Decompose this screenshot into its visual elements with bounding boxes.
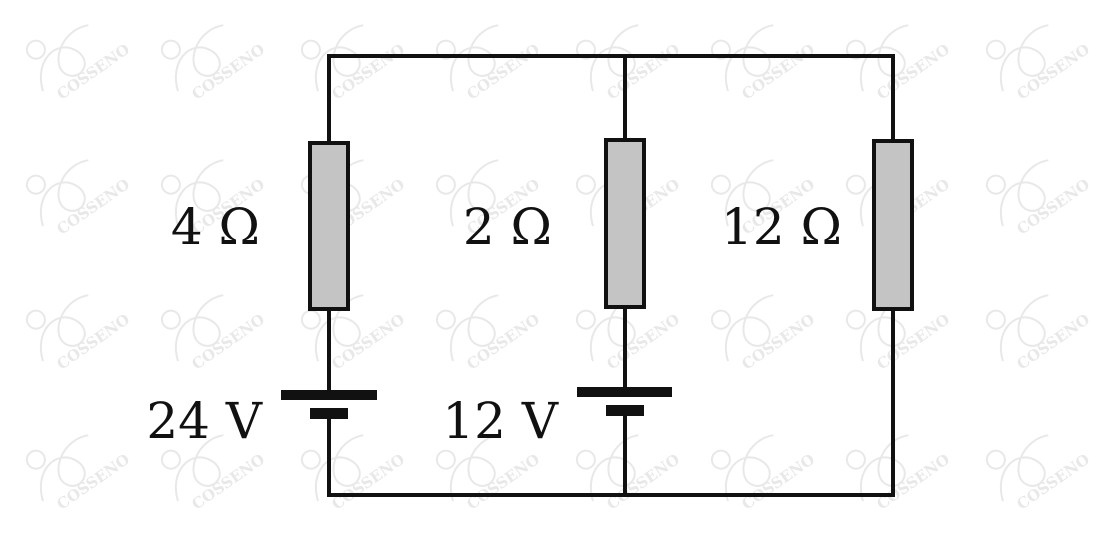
cosseno-logo-icon: COSSENO: [710, 294, 818, 373]
watermark-text: COSSENO: [53, 310, 133, 373]
cosseno-logo-icon: COSSENO: [985, 294, 1093, 373]
battery-12-volt-positive-plate: [577, 387, 672, 397]
cosseno-logo-icon: COSSENO: [710, 434, 818, 513]
resistor-12-ohm-label: 12 Ω: [721, 198, 842, 256]
cosseno-logo-icon: COSSENO: [25, 294, 133, 373]
watermark-text: COSSENO: [328, 450, 408, 513]
cosseno-logo-icon: COSSENO: [985, 24, 1093, 103]
watermark-text: COSSENO: [603, 40, 683, 103]
watermark-text: COSSENO: [603, 450, 683, 513]
resistor-4-ohm: [308, 141, 350, 311]
watermark-text: COSSENO: [1013, 175, 1093, 238]
watermark-text: COSSENO: [463, 310, 543, 373]
circuit-wires: [327, 54, 895, 497]
watermark-text: COSSENO: [188, 40, 268, 103]
watermark-text: COSSENO: [873, 450, 953, 513]
battery-24-volt-positive-plate: [281, 390, 377, 400]
cosseno-logo-icon: COSSENO: [985, 159, 1093, 238]
cosseno-logo-icon: COSSENO: [300, 434, 408, 513]
cosseno-logo-icon: COSSENO: [25, 159, 133, 238]
watermark-text: COSSENO: [53, 450, 133, 513]
battery-12-volt-negative-plate: [606, 405, 644, 416]
watermark-text: COSSENO: [188, 450, 268, 513]
watermark-text: COSSENO: [188, 310, 268, 373]
battery-24-volt: [281, 390, 377, 419]
battery-12-volt: [577, 387, 672, 416]
watermark-text: COSSENO: [328, 310, 408, 373]
watermark-text: COSSENO: [328, 40, 408, 103]
watermark-text: COSSENO: [1013, 40, 1093, 103]
watermark-text: COSSENO: [738, 450, 818, 513]
battery-24-volt-negative-plate: [310, 408, 348, 419]
cosseno-logo-icon: COSSENO: [160, 294, 268, 373]
cosseno-logo-icon: COSSENO: [25, 24, 133, 103]
cosseno-logo-icon: COSSENO: [985, 434, 1093, 513]
watermark-text: COSSENO: [873, 40, 953, 103]
resistor-2-ohm: [604, 138, 646, 309]
watermark-text: COSSENO: [1013, 310, 1093, 373]
watermark-text: COSSENO: [53, 175, 133, 238]
watermark-text: COSSENO: [463, 450, 543, 513]
battery-24-volt-label: 24 V: [146, 392, 263, 450]
cosseno-logo-icon: COSSENO: [435, 294, 543, 373]
watermark-text: COSSENO: [738, 310, 818, 373]
watermark-text: COSSENO: [1013, 450, 1093, 513]
watermark-text: COSSENO: [603, 310, 683, 373]
watermark-text: COSSENO: [738, 40, 818, 103]
resistor-4-ohm-label: 4 Ω: [171, 198, 260, 256]
watermark-text: COSSENO: [53, 40, 133, 103]
cosseno-logo-icon: COSSENO: [25, 434, 133, 513]
resistor-2-ohm-label: 2 Ω: [463, 198, 552, 256]
watermark-text: COSSENO: [463, 40, 543, 103]
battery-12-volt-label: 12 V: [442, 392, 559, 450]
watermark-text: COSSENO: [873, 310, 953, 373]
cosseno-logo-icon: COSSENO: [160, 24, 268, 103]
resistor-12-ohm: [872, 139, 914, 311]
